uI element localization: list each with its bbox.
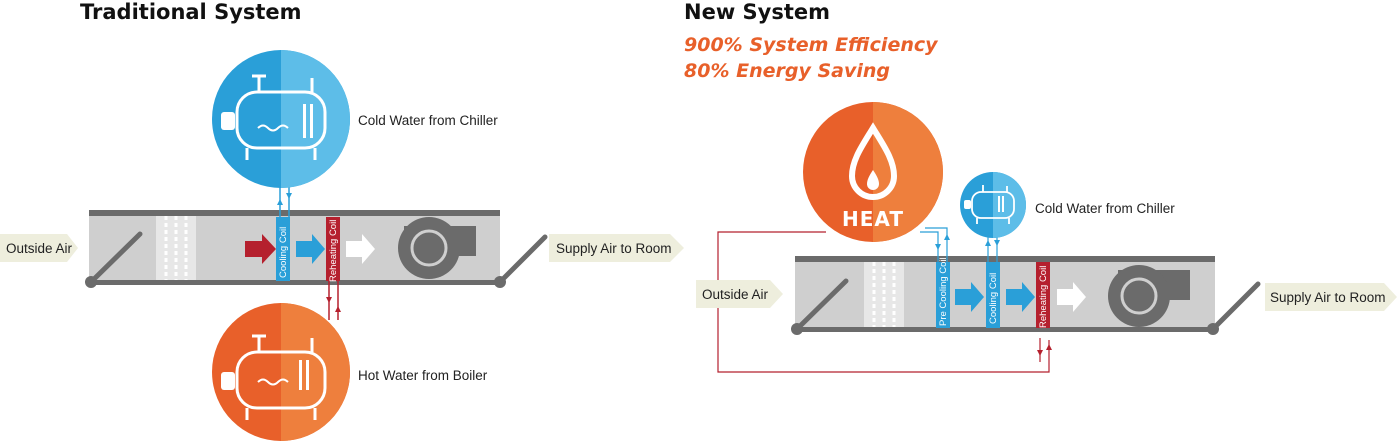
heat-label: HEAT	[842, 207, 904, 231]
pre-cooling-coil: Pre Cooling Coil	[936, 257, 950, 328]
outside-air-tag-new: Outside Air	[696, 280, 783, 308]
precooled-air-arrow	[955, 282, 984, 312]
new-system-title: New System	[684, 0, 830, 24]
cooled-air-arrow-new	[1006, 282, 1035, 312]
new-intake-damper	[791, 278, 849, 335]
hot-water-pipes	[326, 281, 341, 320]
fan-icon-new	[1108, 265, 1190, 327]
svg-text:Supply Air to Room: Supply Air to Room	[1270, 290, 1386, 305]
efficiency-text: 900% System Efficiency	[684, 34, 939, 56]
svg-text:Cooling Coil: Cooling Coil	[988, 273, 999, 324]
cooling-coil-new: Cooling Coil	[986, 262, 1000, 328]
chiller-icon	[212, 50, 350, 188]
reheating-coil: Reheating Coil	[326, 217, 340, 282]
boiler-icon	[212, 303, 350, 441]
supply-air-tag-new: Supply Air to Room	[1265, 283, 1397, 311]
chilled-water-pipes	[277, 186, 292, 217]
supply-air-arrow-new	[1057, 282, 1086, 312]
reheating-coil-new: Reheating Coil	[1036, 262, 1050, 328]
warm-air-arrow	[245, 234, 276, 264]
supply-damper	[494, 234, 548, 288]
supply-air-tag: Supply Air to Room	[549, 234, 684, 262]
svg-text:Cooling Coil: Cooling Coil	[278, 227, 289, 278]
traditional-title: Traditional System	[80, 0, 302, 24]
svg-text:Reheating Coil: Reheating Coil	[328, 220, 339, 282]
traditional-system: Traditional System	[0, 0, 684, 441]
new-supply-damper	[1207, 281, 1261, 335]
svg-text:Outside Air: Outside Air	[6, 241, 73, 256]
chiller-icon-new	[960, 172, 1026, 238]
svg-text:Pre Cooling Coil: Pre Cooling Coil	[938, 257, 949, 326]
cooling-coil: Cooling Coil	[276, 217, 290, 281]
cooled-air-arrow	[296, 234, 325, 264]
fan-icon	[398, 217, 476, 279]
supply-air-arrow	[346, 234, 375, 264]
svg-text:Outside Air: Outside Air	[702, 287, 769, 302]
heat-recovery-pipes	[920, 227, 948, 262]
heat-icon: HEAT	[803, 102, 943, 242]
svg-text:Supply Air to Room: Supply Air to Room	[556, 241, 672, 256]
svg-text:Reheating Coil: Reheating Coil	[1038, 266, 1049, 328]
new-system: New System 900% System Efficiency 80% En…	[684, 0, 1397, 373]
chiller-label: Cold Water from Chiller	[358, 113, 498, 128]
chiller-label-new: Cold Water from Chiller	[1035, 201, 1175, 216]
outside-air-tag: Outside Air	[0, 234, 78, 262]
intake-damper	[85, 231, 143, 288]
boiler-label: Hot Water from Boiler	[358, 368, 488, 383]
energy-saving-text: 80% Energy Saving	[684, 60, 890, 82]
